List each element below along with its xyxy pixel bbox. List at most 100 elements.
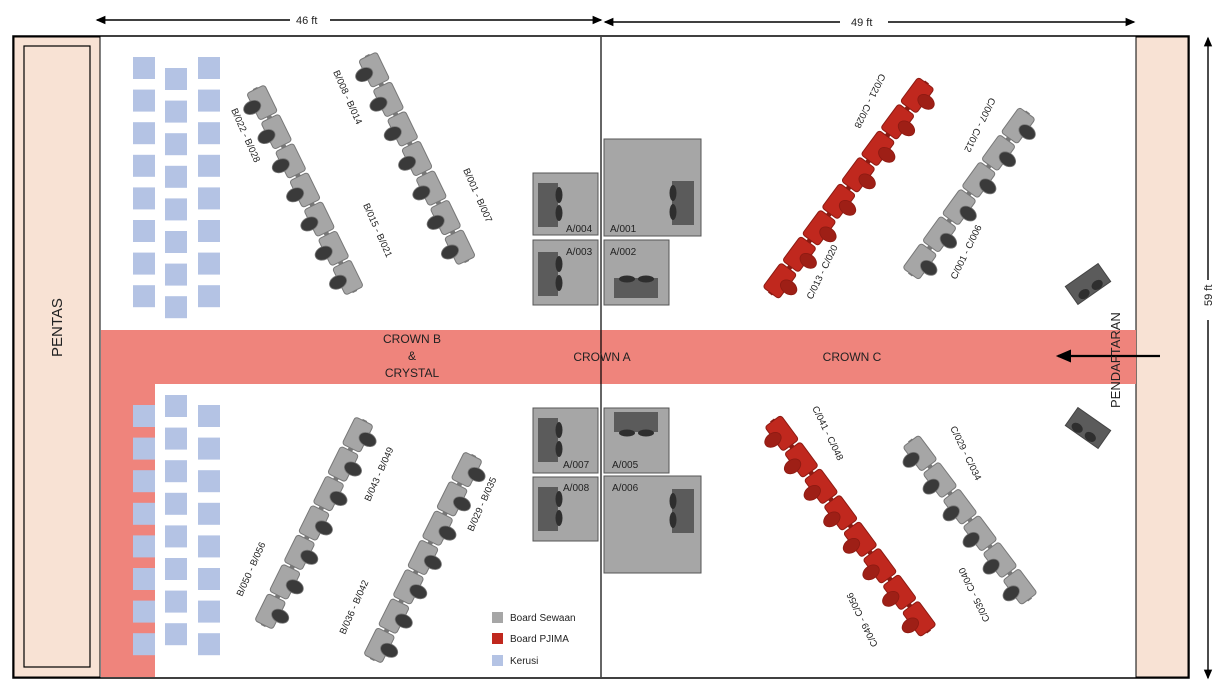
registration-table-top	[1064, 262, 1112, 306]
chair	[165, 68, 187, 90]
board-table	[314, 231, 349, 266]
booth-a001: A/001	[603, 138, 702, 237]
board-table	[822, 183, 857, 219]
board-seat	[426, 214, 445, 230]
legend-label-sewaan: Board Sewaan	[510, 613, 576, 624]
booths: A/004 A/003 A/001 A/002	[532, 138, 702, 574]
board-seat	[939, 232, 958, 249]
board-seat	[383, 126, 402, 142]
board-seat	[285, 579, 304, 595]
board-seat	[314, 520, 333, 536]
board-seat	[271, 158, 290, 174]
board-seat	[452, 496, 471, 512]
board-seat	[823, 511, 841, 528]
board-table	[841, 157, 876, 193]
chair-area	[133, 57, 220, 656]
board-seat	[862, 564, 880, 581]
chair	[165, 492, 187, 515]
board-seat	[878, 146, 896, 163]
board-table	[764, 415, 799, 451]
board-seat	[423, 554, 442, 570]
board-table	[1001, 107, 1036, 144]
booth-label-a002: A/002	[610, 247, 637, 258]
board-seat	[369, 96, 388, 112]
board-seat	[355, 67, 374, 83]
chair	[165, 525, 187, 548]
legend: Board Sewaan Board PJIMA Kerusi	[492, 612, 576, 667]
chair	[133, 633, 155, 656]
aisle-label-crystal: CRYSTAL	[385, 366, 440, 380]
chair	[198, 154, 220, 177]
board-seat	[329, 274, 347, 290]
board-table	[823, 495, 858, 531]
aisle-label-crown-a: CROWN A	[573, 350, 630, 364]
board-seat	[300, 216, 319, 232]
chair	[133, 285, 155, 308]
board-row-c041-c056	[764, 415, 936, 637]
chair	[133, 568, 155, 590]
board-row-b001-b014	[355, 52, 475, 265]
board-seat	[271, 608, 290, 624]
chair	[165, 198, 187, 221]
board-table	[861, 130, 896, 166]
chair	[133, 470, 155, 493]
legend-swatch-pjima	[492, 633, 503, 644]
board-seat	[1002, 585, 1020, 602]
chair	[165, 165, 187, 188]
booth-a004: A/004	[532, 172, 599, 236]
board-row-b043-b056	[255, 417, 377, 629]
chair	[198, 89, 220, 112]
legend-label-kerusi: Kerusi	[510, 656, 538, 667]
board-seat	[438, 525, 457, 541]
board-row-c029-c040	[902, 435, 1037, 605]
board-seat	[467, 467, 486, 482]
board-table	[327, 446, 362, 482]
aisle-label-ampersand: &	[408, 349, 416, 363]
board-seat	[358, 432, 377, 448]
chair	[165, 558, 187, 580]
board-seat	[922, 478, 940, 495]
board-row-c001-c012	[903, 107, 1036, 280]
legend-swatch-sewaan	[492, 612, 503, 623]
board-seat	[764, 431, 782, 448]
board-seat	[917, 93, 935, 110]
board-table	[922, 462, 957, 498]
dimension-lines: 46 ft 49 ft 59 ft	[95, 15, 1215, 680]
board-table	[783, 236, 817, 272]
board-seat	[819, 226, 837, 243]
board-seat	[329, 491, 348, 506]
board-seat	[314, 245, 333, 261]
board-table	[903, 243, 938, 280]
aisle-label-crown-c: CROWN C	[823, 350, 882, 364]
chair	[133, 252, 155, 275]
board-seat	[394, 613, 413, 629]
chair	[165, 395, 187, 417]
board-table	[342, 417, 377, 453]
board-table	[900, 77, 935, 113]
chair	[133, 220, 155, 242]
chair	[133, 437, 155, 460]
board-seat	[783, 458, 802, 475]
board-seat	[920, 259, 938, 276]
booth-label-a004: A/004	[566, 224, 593, 235]
chair	[198, 535, 220, 558]
board-seat	[901, 617, 919, 634]
board-seat	[412, 185, 431, 201]
board-table	[862, 548, 897, 584]
board-seat	[942, 505, 960, 522]
booth-a002: A/002	[603, 239, 670, 306]
board-seat	[982, 558, 1000, 575]
booth-a007: A/007	[532, 407, 599, 474]
board-seat	[959, 205, 977, 222]
board-row-b022-b028	[243, 85, 363, 295]
board-seat	[803, 484, 821, 501]
booth-label-a007: A/007	[563, 460, 590, 471]
board-table	[942, 489, 977, 525]
board-row-c013-c028	[763, 77, 935, 299]
chair	[165, 427, 187, 450]
board-seat	[286, 187, 305, 203]
chair	[133, 154, 155, 177]
chair	[198, 220, 220, 242]
legend-label-pjima: Board PJIMA	[510, 634, 569, 645]
